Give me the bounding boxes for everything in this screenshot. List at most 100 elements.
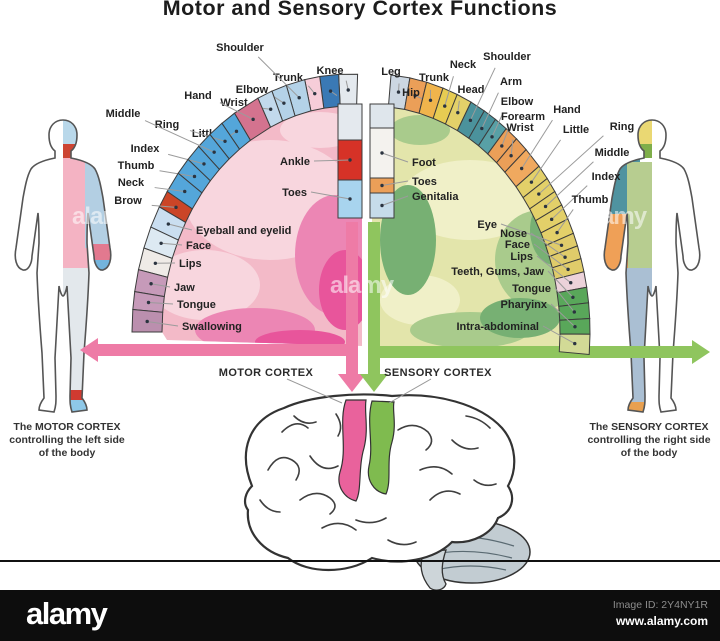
cortex-label: Forearm bbox=[501, 111, 545, 123]
segment-dot bbox=[380, 203, 384, 208]
segment-dot bbox=[563, 255, 567, 259]
leader-line bbox=[530, 232, 566, 258]
leader-line bbox=[310, 191, 351, 200]
cortex-segment-medial bbox=[369, 127, 395, 179]
segment-dot bbox=[543, 204, 548, 209]
segment-dot bbox=[166, 222, 171, 226]
segment-dot bbox=[297, 96, 301, 100]
segment-dot bbox=[145, 319, 149, 324]
cortex-label: Genitalia bbox=[412, 191, 459, 203]
segment-dot bbox=[509, 154, 513, 158]
leader-line bbox=[542, 325, 576, 345]
footer-bar: alamy Image ID: 2Y4NY1R www.alamy.com bbox=[0, 590, 720, 641]
leader-line bbox=[533, 243, 569, 270]
cortex-label: Nose bbox=[500, 228, 527, 240]
segment-dot bbox=[549, 217, 554, 222]
leader-line bbox=[381, 195, 409, 206]
cortex-label: Elbow bbox=[501, 96, 534, 108]
cortex-label: Ring bbox=[610, 121, 634, 133]
segment-dot bbox=[573, 341, 577, 346]
leader-line bbox=[144, 120, 215, 153]
cortex-label: Toes bbox=[282, 187, 307, 199]
left-caption-line1: The MOTOR CORTEX bbox=[13, 421, 121, 433]
leader-line bbox=[381, 180, 409, 186]
segment-dot bbox=[555, 230, 559, 235]
leader-line bbox=[159, 170, 195, 177]
gyri-squiggles bbox=[259, 413, 497, 546]
cortex-label: Neck bbox=[450, 59, 477, 71]
segment-dot bbox=[559, 243, 564, 247]
leader-line bbox=[547, 270, 574, 298]
segment-dot bbox=[456, 110, 460, 115]
cortex-label: Index bbox=[592, 171, 622, 183]
segment-dot bbox=[572, 310, 577, 314]
cortex-label: Pharyinx bbox=[501, 299, 548, 311]
brain-illustration bbox=[243, 378, 531, 591]
sensory-cortex-caption: SENSORY CORTEX bbox=[384, 367, 492, 379]
cortex-label: Foot bbox=[412, 157, 436, 169]
leader-line bbox=[168, 153, 205, 165]
cortex-label: Ankle bbox=[280, 156, 310, 168]
segment-dot bbox=[396, 90, 401, 94]
segment-dot bbox=[146, 300, 151, 305]
leader-line bbox=[151, 204, 177, 208]
leader-line bbox=[521, 119, 553, 169]
left-caption-line2: controlling the left side bbox=[9, 434, 125, 446]
segment-dot bbox=[282, 101, 286, 105]
cortex-label: Eyeball and eyelid bbox=[196, 225, 291, 237]
cortex-label: Ring bbox=[155, 119, 179, 131]
leader-line bbox=[273, 96, 285, 104]
segment-dot bbox=[529, 180, 534, 184]
cortex-label: Toes bbox=[412, 176, 437, 188]
sensory-cortex-leader bbox=[388, 378, 432, 404]
leader-line bbox=[536, 255, 572, 284]
cortex-label: Elbow bbox=[236, 84, 269, 96]
segment-dot bbox=[202, 162, 206, 166]
cortex-segment-medial bbox=[369, 103, 395, 129]
leader-line bbox=[501, 127, 510, 147]
segment-dot bbox=[348, 197, 352, 201]
segment-dot bbox=[346, 88, 350, 92]
segment-dot bbox=[566, 267, 570, 272]
segment-dot bbox=[328, 89, 333, 93]
cortex-label: Jaw bbox=[174, 282, 195, 294]
segment-dot bbox=[569, 281, 573, 285]
cortical-strips-and-labels: KneeHipTrunkShoulderElbowWristHandLittle… bbox=[106, 42, 634, 356]
cortex-label: Brow bbox=[114, 195, 142, 207]
cortex-label: Hand bbox=[184, 90, 212, 102]
cortex-label: Index bbox=[131, 143, 161, 155]
leader-line bbox=[554, 287, 575, 313]
cortex-label: Trunk bbox=[419, 72, 450, 84]
cortex-label: Hand bbox=[553, 104, 581, 116]
leader-line bbox=[313, 159, 351, 162]
segment-dot bbox=[490, 135, 494, 139]
leader-line bbox=[510, 139, 514, 156]
cortex-label: Leg bbox=[381, 66, 401, 78]
motor-cortex-leader bbox=[286, 378, 343, 404]
right-caption-line3: of the body bbox=[620, 447, 678, 459]
cortex-label: Shoulder bbox=[483, 51, 531, 63]
cortex-segment-medial bbox=[337, 103, 363, 141]
watermark-right: alamy bbox=[583, 203, 647, 230]
cortex-segment-medial bbox=[369, 192, 395, 219]
segment-dot bbox=[571, 295, 575, 299]
watermark-left: alamy bbox=[72, 203, 136, 230]
cortex-label: Tongue bbox=[512, 283, 551, 295]
watermark-center: alamy bbox=[330, 272, 394, 299]
segment-dot bbox=[500, 144, 504, 148]
cortex-label: Middle bbox=[595, 147, 630, 159]
cortex-label: Lips bbox=[510, 251, 533, 263]
motor-cortex-caption: MOTOR CORTEX bbox=[218, 367, 314, 379]
segment-dot bbox=[348, 158, 352, 162]
cortex-label: Swallowing bbox=[182, 321, 242, 333]
segment-dot bbox=[159, 241, 163, 246]
segment-dot bbox=[192, 174, 197, 179]
segment-dot bbox=[223, 139, 227, 144]
cortex-label: Neck bbox=[118, 177, 145, 189]
segment-dot bbox=[537, 192, 541, 196]
brain-motor-strip bbox=[338, 399, 367, 502]
segment-dot bbox=[251, 117, 255, 122]
leader-line bbox=[469, 67, 496, 121]
sensory-arrow bbox=[360, 222, 710, 392]
